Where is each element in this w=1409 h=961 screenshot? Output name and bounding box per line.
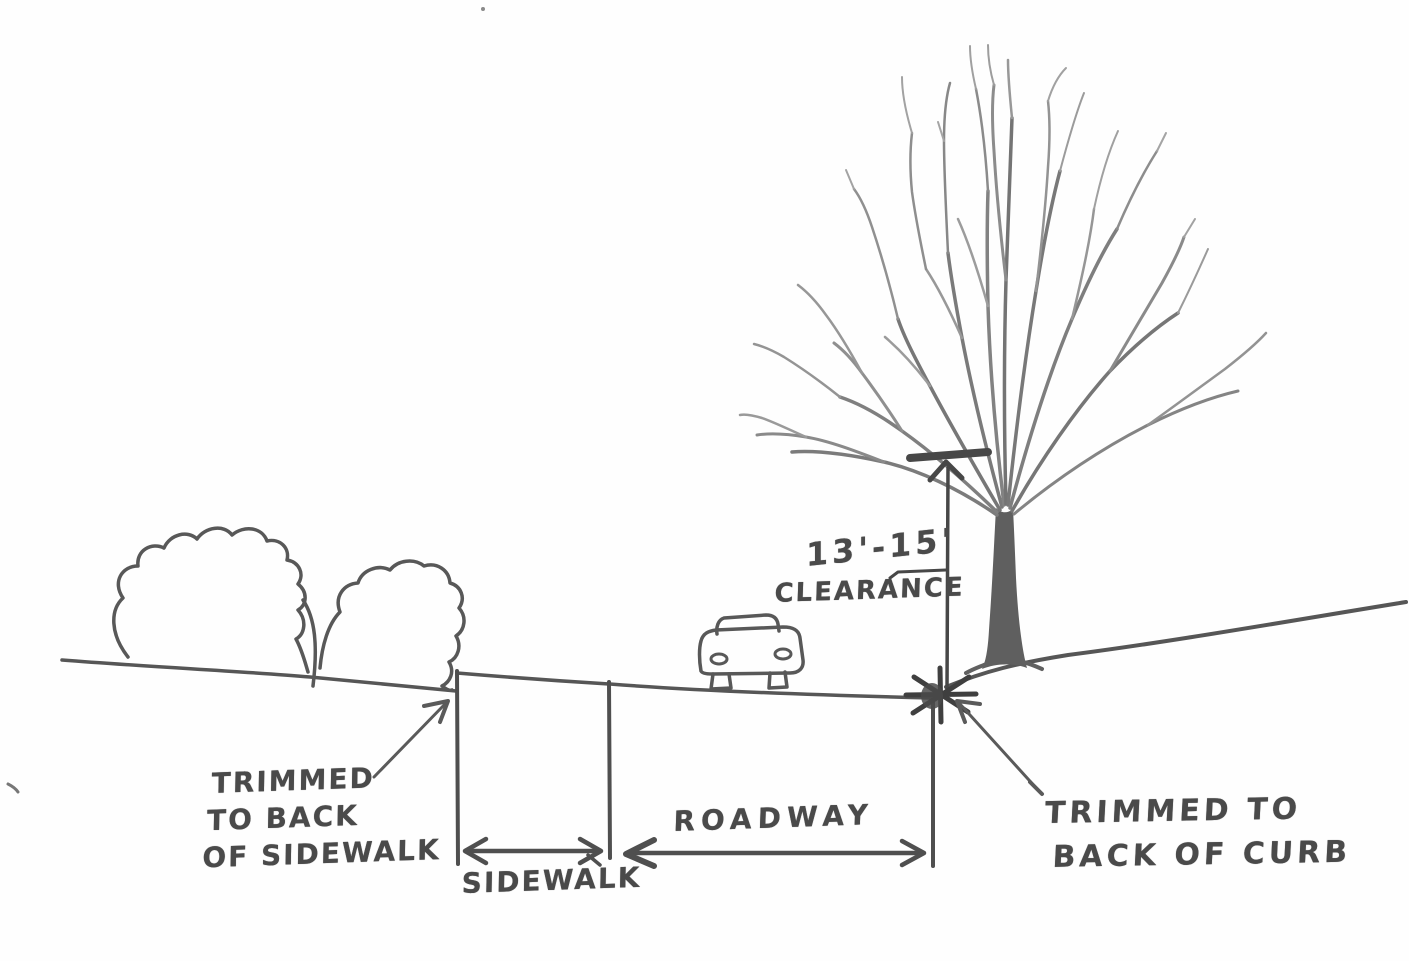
car (697, 613, 805, 691)
dimension-roadway (623, 837, 927, 869)
tree-branch (1006, 169, 1062, 507)
leader-line (958, 702, 1040, 792)
trunk-flare-left (964, 662, 988, 675)
tree-branch (1115, 149, 1159, 231)
tree-branch (956, 217, 990, 308)
trimmed-to-back-of-curb-note: TRIMMED TO BACK OF CURB (1041, 787, 1354, 880)
ground-left (60, 658, 458, 693)
leader-tail-tick (1028, 780, 1044, 796)
car-wheel-right (767, 670, 789, 690)
note-line-1: TRIMMED TO (1043, 791, 1303, 832)
extension-line-back-of-sidewalk (455, 669, 460, 866)
tree-branch (909, 131, 928, 271)
tree-branch (752, 342, 842, 399)
tree-branch (946, 251, 1004, 509)
clearance-leader-line (888, 568, 948, 580)
leader-arrowhead (422, 699, 450, 724)
tree-branch (974, 87, 990, 193)
extension-line-curb-side-of-sidewalk (607, 680, 612, 860)
tree-branch (1034, 99, 1051, 293)
roadway-dimension-label: ROADWAY (672, 798, 875, 839)
star-blob (921, 683, 943, 709)
stray-tick (6, 782, 20, 794)
dimension-clearance (888, 448, 992, 692)
tree-branch (883, 335, 932, 388)
tree-branch (901, 76, 913, 134)
tree-branch (1047, 67, 1067, 102)
arrowhead-right (577, 836, 604, 866)
tree (738, 44, 1268, 675)
stray-marks (6, 7, 485, 794)
tree-branch (1010, 311, 1180, 513)
arrowhead-left (462, 836, 489, 866)
trunk-flare-right (1021, 660, 1044, 671)
trimmed-to-back-of-sidewalk-note: TRIMMED TO BACK OF SIDEWALK (202, 757, 442, 876)
tree-branch (1012, 389, 1240, 516)
tree-branch (1093, 130, 1119, 210)
tree-trunk (982, 508, 1027, 669)
tree-branch (1006, 58, 1014, 120)
leader-sidewalk-note (372, 699, 450, 779)
tree-branch (1177, 248, 1209, 314)
note-line-2: BACK OF CURB (1051, 834, 1353, 875)
tree-branch (1008, 227, 1119, 510)
leader-curb-note (955, 699, 1044, 796)
stray-dot (481, 7, 485, 11)
tree-branch (924, 267, 964, 340)
tree-branch (987, 44, 995, 86)
arrowhead-left (623, 837, 657, 869)
tree-branch (1146, 331, 1268, 427)
tree-branch (969, 45, 977, 90)
tree-branch (1059, 92, 1085, 172)
sidewalk-dimension-label: SIDEWALK (461, 860, 642, 901)
tree-branch (1070, 207, 1096, 321)
car-wheel-left (709, 672, 733, 691)
tree-branch (985, 189, 1006, 507)
leader-arrowhead (955, 699, 982, 724)
tree-branch (896, 317, 1002, 512)
car-headlight-right (773, 647, 793, 661)
bush-right (318, 559, 466, 692)
ground-right (944, 600, 1408, 689)
bushes (112, 526, 466, 692)
tree-branch (845, 169, 855, 190)
car-roof (715, 613, 781, 636)
arrowhead-up (927, 459, 965, 483)
tree-branch (942, 81, 952, 255)
tree-branches (738, 44, 1268, 517)
tree-branch (738, 413, 808, 439)
car-headlight-left (709, 652, 729, 666)
dimension-sidewalk (462, 836, 604, 867)
tree-branch (1156, 132, 1167, 152)
tree-branch (937, 121, 945, 142)
road-surface (608, 682, 934, 700)
tree-branch (796, 283, 864, 375)
tree-branch (852, 187, 900, 321)
tree-branch (1183, 218, 1196, 238)
tree-branch (1002, 116, 1014, 506)
bush-left (112, 526, 310, 674)
tree-branch (1108, 235, 1186, 373)
clearance-top-tick (906, 448, 992, 462)
curb-star-mark (903, 665, 979, 725)
bush-notch (301, 598, 318, 688)
dimension-extension-lines (455, 669, 935, 868)
sidewalk-surface (455, 671, 611, 686)
tree-branch (991, 83, 1008, 282)
tree-branch (838, 395, 999, 514)
leader-line (372, 701, 448, 779)
ground-lines (60, 600, 1408, 700)
tree-branch (832, 341, 904, 433)
arrowhead-right-extra (586, 853, 602, 867)
arrowhead-right (899, 838, 927, 868)
clearance-dimension-line (945, 466, 950, 692)
